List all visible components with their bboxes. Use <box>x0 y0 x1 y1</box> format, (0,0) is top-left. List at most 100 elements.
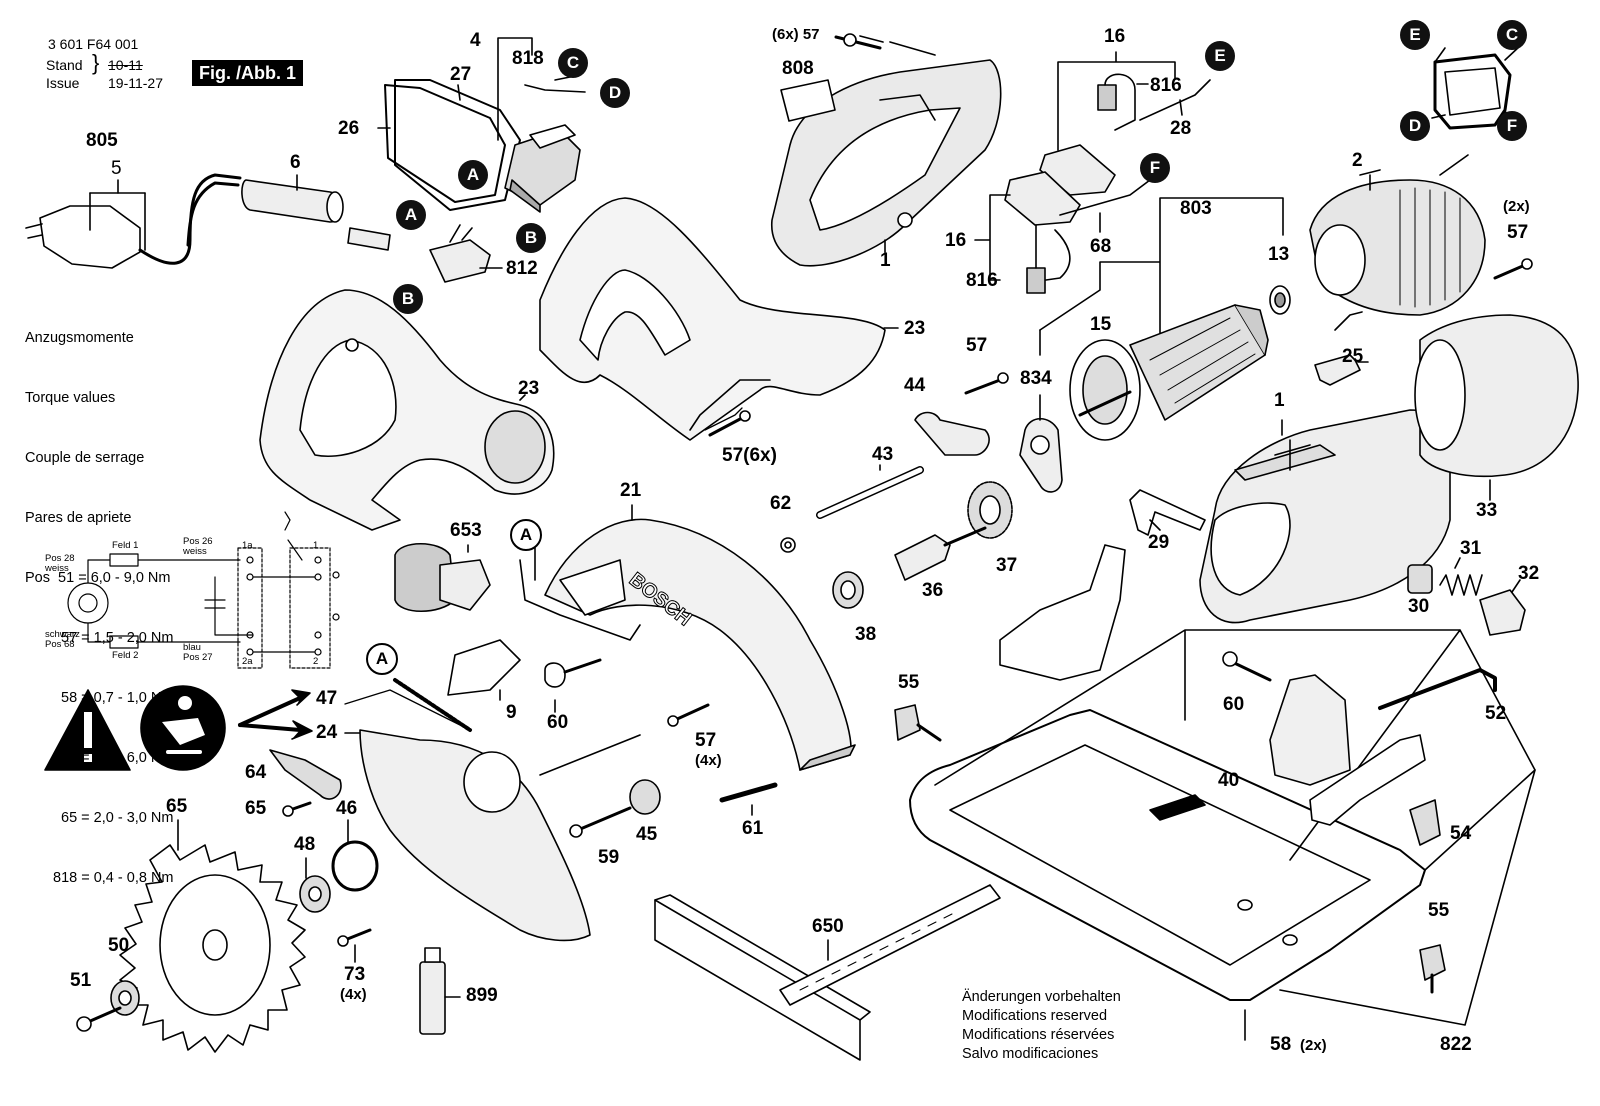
callout-57-6x: 57(6x) <box>722 445 777 466</box>
bearing-13 <box>1269 285 1291 315</box>
parallel-guide-650 <box>654 884 1001 1061</box>
wiring-label: 1 <box>313 540 319 551</box>
connector-e: E <box>1400 20 1430 50</box>
callout-58: 58 <box>1270 1034 1292 1055</box>
callout-44: 44 <box>904 375 926 396</box>
saw-blade-65 <box>119 844 306 1053</box>
handle-half-23-left <box>259 289 555 531</box>
gear-37 <box>967 481 1013 539</box>
motor-housing-1 <box>1199 409 1451 624</box>
callout-13: 13 <box>1268 244 1290 265</box>
callout-62: 62 <box>770 493 792 514</box>
wiring-label: blau <box>183 642 201 653</box>
callout-23: 23 <box>518 378 540 399</box>
connector-a: A <box>510 519 542 551</box>
callout-2x: (2x) <box>1503 198 1530 215</box>
callout-43: 43 <box>872 444 894 465</box>
callout-47: 47 <box>316 688 338 709</box>
callout-40: 40 <box>1218 770 1240 791</box>
wiring-label: Feld 1 <box>112 540 139 551</box>
callout-54: 54 <box>1450 823 1472 844</box>
wiring-label: 2a <box>242 656 253 667</box>
callout-31: 31 <box>1460 538 1482 559</box>
callout-2: 2 <box>1352 150 1363 171</box>
callout-822: 822 <box>1440 1034 1472 1055</box>
field-stator-2 <box>1309 179 1486 316</box>
callout-650: 650 <box>812 916 844 937</box>
connector-a: A <box>366 643 398 675</box>
callout-59: 59 <box>598 847 620 868</box>
brush-holder-16-lower <box>1004 171 1081 294</box>
stand-label: Stand <box>46 57 83 73</box>
torque-row: Pos 51 = 6,0 - 9,0 Nm <box>25 570 171 586</box>
callout-4x: (4x) <box>340 986 367 1003</box>
bearing-plate-834 <box>1019 417 1063 493</box>
torque-row: 57 = 1,5 - 2,0 Nm <box>61 630 174 646</box>
callout-808: 808 <box>782 58 814 79</box>
issue-label: Issue <box>46 75 80 91</box>
callout-5: 5 <box>111 158 122 179</box>
modifications-en: Modifications reserved <box>962 1008 1108 1024</box>
callout-803: 803 <box>1180 198 1212 219</box>
callout-73: 73 <box>344 964 366 985</box>
torque-title-fr: Couple de serrage <box>25 450 145 466</box>
connector-b: B <box>393 284 423 314</box>
callout-899: 899 <box>466 985 498 1006</box>
spindle-36 <box>894 526 987 581</box>
brush-holder-16-upper <box>1039 73 1136 196</box>
callout-55: 55 <box>1428 900 1450 921</box>
handle-half-23-right <box>539 197 886 441</box>
clip-812 <box>429 224 491 283</box>
issue-date: 19-11-27 <box>108 75 164 91</box>
callout-21: 21 <box>620 480 642 501</box>
callout-57: 57 <box>695 730 717 751</box>
modifications-de: Änderungen vorbehalten <box>962 989 1121 1005</box>
callout-30: 30 <box>1408 596 1430 617</box>
bearing-38 <box>832 571 864 609</box>
grease-tube-899 <box>419 947 446 1035</box>
wiring-label: Pos 27 <box>183 652 213 663</box>
callout-653: 653 <box>450 520 482 541</box>
fan-15 <box>1069 339 1141 441</box>
connector-a: A <box>396 200 426 230</box>
lower-guard-24 <box>359 729 591 942</box>
connector-d: D <box>1400 111 1430 141</box>
read-manual-icon <box>140 685 226 771</box>
callout-61: 61 <box>742 818 764 839</box>
callout-45: 45 <box>636 824 658 845</box>
knob-32 <box>1479 589 1526 636</box>
torque-row: 818 = 0,4 - 0,8 Nm <box>53 870 174 886</box>
warning-triangle-icon <box>44 689 131 771</box>
callout-818: 818 <box>512 48 544 69</box>
callout-28: 28 <box>1170 118 1192 139</box>
screw-57-2x <box>1493 258 1533 280</box>
callout-816: 816 <box>966 270 998 291</box>
wire-harness-26-27 <box>384 79 521 211</box>
callout-60: 60 <box>1223 694 1245 715</box>
callout-46: 46 <box>336 798 358 819</box>
callout-65: 65 <box>245 798 267 819</box>
callout-57-6x: (6x) 57 <box>772 26 820 43</box>
wiring-label: 1a <box>242 540 253 551</box>
wiring-label: schwarz <box>45 629 80 640</box>
torque-title-es: Pares de apriete <box>25 510 132 526</box>
callout-816: 816 <box>1150 75 1182 96</box>
callout-36: 36 <box>922 580 944 601</box>
cord-sleeve-6 <box>241 179 391 251</box>
callout-52: 52 <box>1485 703 1507 724</box>
callout-26: 26 <box>338 118 360 139</box>
wiring-schematic <box>67 511 340 669</box>
callout-27: 27 <box>450 64 472 85</box>
callout-65: 65 <box>166 796 188 817</box>
connector-f: F <box>1497 111 1527 141</box>
callout-33: 33 <box>1476 500 1498 521</box>
callout-805: 805 <box>86 130 118 151</box>
modifications-fr: Modifications réservées <box>962 1027 1115 1043</box>
callout-51: 51 <box>70 970 92 991</box>
spring-31 <box>1439 574 1483 596</box>
torque-row: 58 = 0,7 - 1,0 Nm <box>61 690 174 706</box>
fan-housing-33 <box>1414 314 1579 478</box>
torque-table: Anzugsmomente Torque values Couple de se… <box>25 288 174 908</box>
figure-label: Fig. /Abb. 1 <box>192 60 303 86</box>
